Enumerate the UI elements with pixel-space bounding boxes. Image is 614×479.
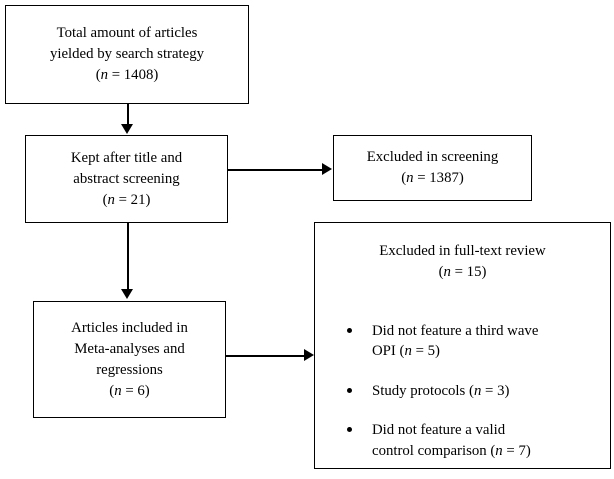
connector-kept-to-excluded-screening-arrowhead-icon xyxy=(322,163,332,175)
box-excluded-full-text-heading-line-1: Excluded in full-text review xyxy=(379,243,546,259)
exclusion-reason-item: Did not feature a third wave OPI (n = 5) xyxy=(325,321,600,362)
box-kept-screening-line-3: (n = 21) xyxy=(102,191,151,208)
box-articles-included-line-4: (n = 6) xyxy=(109,382,150,399)
exclusion-reason-3-line-2: control comparison (n = 7) xyxy=(372,442,531,459)
exclusion-reason-3-count: 7 xyxy=(518,442,526,459)
box-articles-included-line-3: regressions xyxy=(96,361,163,378)
exclusion-reason-2-count: 3 xyxy=(497,382,505,399)
exclusion-reason-1-line-2: OPI (n = 5) xyxy=(372,343,440,360)
box-kept-screening-line-1: Kept after title and xyxy=(70,149,183,166)
connector-kept-to-excluded-screening-line xyxy=(228,169,324,171)
box-articles-included-count: 6 xyxy=(137,382,145,399)
connector-included-to-excluded-fulltext-arrowhead-icon xyxy=(304,349,314,361)
box-excluded-full-text-count: 15 xyxy=(466,264,482,280)
box-excluded-in-full-text-review: Excluded in full-text review (n = 15) Di… xyxy=(314,222,611,469)
box-excluded-in-screening-line-2: (n = 1387) xyxy=(401,170,464,186)
box-total-articles-count: 1408 xyxy=(123,67,154,83)
exclusion-reason-3-line-1: Did not feature a valid xyxy=(372,422,506,439)
box-kept-screening-line-2: abstract screening xyxy=(73,170,180,187)
bullet-dot-icon xyxy=(347,427,352,433)
box-articles-included-line-2: Meta-analyses and xyxy=(74,340,185,357)
box-articles-included-line-1: Articles included in xyxy=(71,319,188,336)
connector-kept-to-included-line xyxy=(127,223,129,291)
exclusion-reason-1-line-1: Did not feature a third wave xyxy=(372,323,539,339)
box-kept-screening-count: 21 xyxy=(130,191,146,208)
box-excluded-full-text-heading-line-2: (n = 15) xyxy=(438,264,487,280)
exclusion-reason-item: Study protocols (n = 3) xyxy=(325,381,600,401)
exclusion-reason-list: Did not feature a third wave OPI (n = 5)… xyxy=(325,321,600,461)
box-kept-screening: Kept after title and abstract screening … xyxy=(25,135,228,223)
exclusion-reason-item: Did not feature a valid control comparis… xyxy=(325,420,600,461)
box-excluded-in-screening: Excluded in screening (n = 1387) xyxy=(333,135,532,201)
bullet-dot-icon xyxy=(347,328,352,333)
connector-total-to-kept-arrowhead-icon xyxy=(121,124,133,134)
connector-included-to-excluded-fulltext-line xyxy=(226,355,306,357)
box-total-articles-line-2: yielded by search strategy xyxy=(49,46,205,62)
box-total-articles-line-1: Total amount of articles xyxy=(56,25,198,41)
exclusion-reason-1-count: 5 xyxy=(427,343,436,360)
bullet-dot-icon xyxy=(347,387,352,393)
connector-total-to-kept-line xyxy=(127,104,129,126)
exclusion-reason-2-line-1: Study protocols (n = 3) xyxy=(372,382,510,399)
box-excluded-in-screening-line-1: Excluded in screening xyxy=(366,149,499,165)
box-excluded-in-screening-count: 1387 xyxy=(429,170,459,186)
box-total-articles-line-3: (n = 1408) xyxy=(95,67,159,83)
box-articles-included: Articles included in Meta-analyses and r… xyxy=(33,301,226,418)
box-total-articles: Total amount of articles yielded by sear… xyxy=(5,5,249,104)
connector-kept-to-included-arrowhead-icon xyxy=(121,289,133,299)
